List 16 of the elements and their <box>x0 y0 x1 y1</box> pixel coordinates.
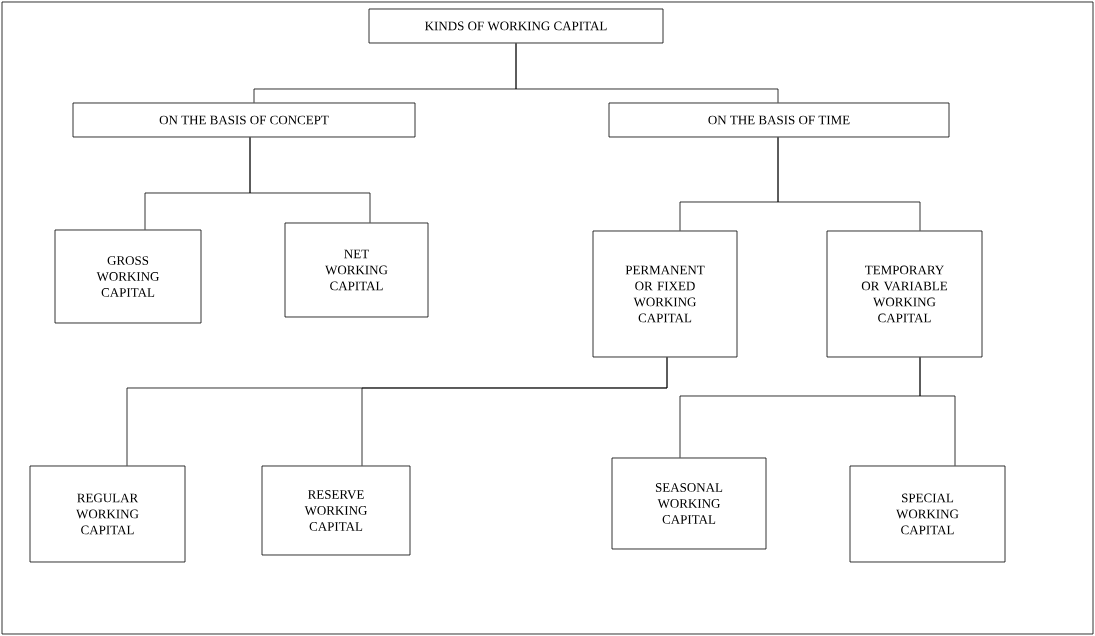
connector-line <box>919 357 956 466</box>
category-box: ON THE BASIS OF CONCEPT <box>72 102 416 138</box>
connector-line <box>361 357 668 466</box>
category-box: PERMANENT OR FIXED WORKING CAPITAL <box>592 230 738 358</box>
category-box: TEMPORARY OR VARIABLE WORKING CAPITAL <box>826 230 983 358</box>
category-box: ON THE BASIS OF TIME <box>608 102 950 138</box>
category-box: RESERVE WORKING CAPITAL <box>261 465 411 556</box>
category-box: KINDS OF WORKING CAPITAL <box>368 8 664 44</box>
category-box: SEASONAL WORKING CAPITAL <box>611 457 767 550</box>
connector-line <box>249 137 371 223</box>
category-box: REGULAR WORKING CAPITAL <box>29 465 186 563</box>
category-box: SPECIAL WORKING CAPITAL <box>849 465 1006 563</box>
connector-line <box>515 43 779 103</box>
category-box: NET WORKING CAPITAL <box>284 222 429 318</box>
category-box: GROSS WORKING CAPITAL <box>54 229 202 324</box>
connector-line <box>777 137 921 231</box>
